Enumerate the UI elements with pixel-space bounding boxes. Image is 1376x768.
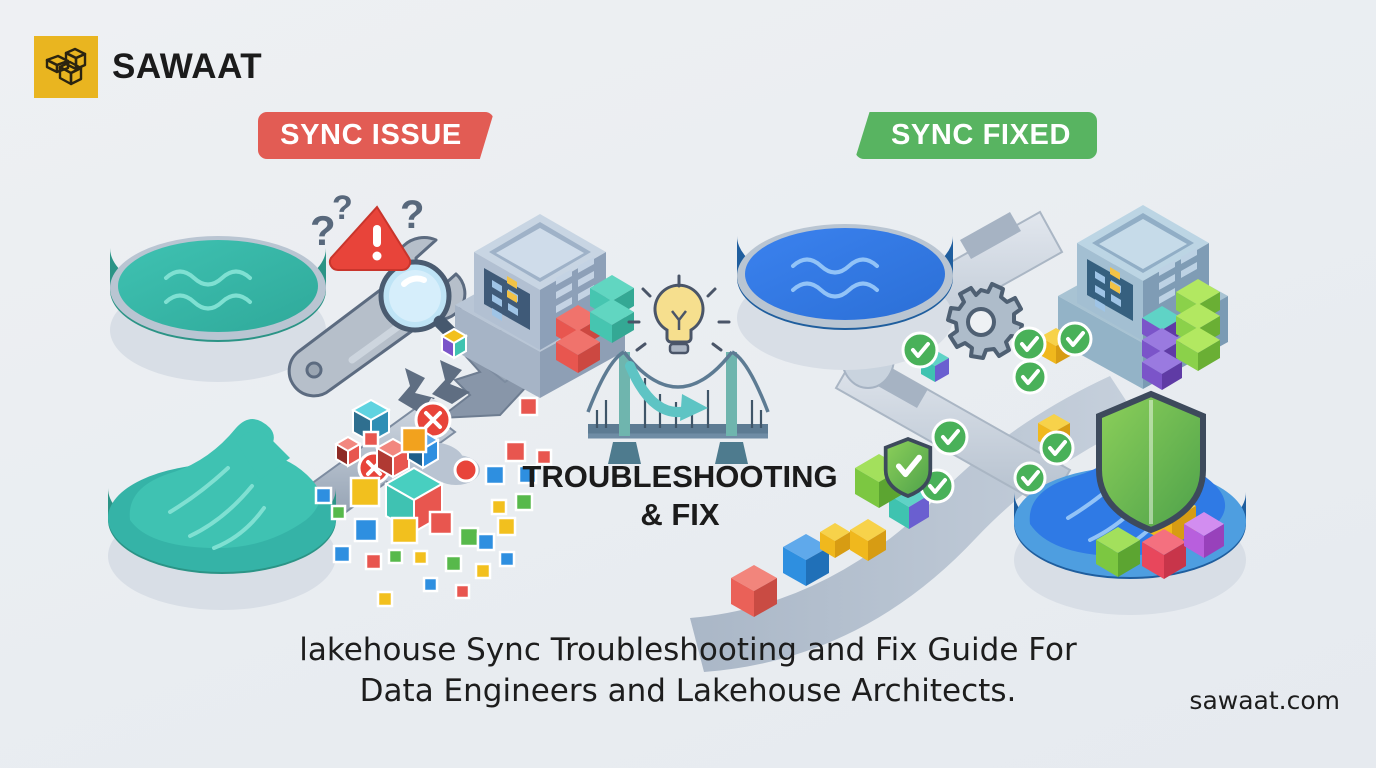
- center-title-line2: & FIX: [640, 497, 720, 532]
- server-cube-stack-green: [1176, 279, 1220, 371]
- caption-line-2: Data Engineers and Lakehouse Architects.: [359, 673, 1017, 710]
- gear-icon: [946, 282, 1024, 360]
- arrow-icon: [625, 361, 708, 421]
- cube-pink: [1142, 529, 1186, 579]
- brand-logo[interactable]: SAWAAT: [34, 36, 262, 98]
- cube-green: [1096, 527, 1140, 577]
- server-cube-stack-teal: [590, 275, 634, 343]
- brand-name: SAWAAT: [112, 47, 263, 86]
- right-fixed-scene: [690, 205, 1246, 672]
- svg-text:?: ?: [310, 207, 336, 254]
- check-circle-icon: [901, 321, 1093, 504]
- flow-cube-yellow: [850, 519, 886, 561]
- center-title-line1: TROUBLESHOOTING: [522, 459, 837, 494]
- question-mark-icon: ? ? ?: [310, 189, 424, 254]
- data-lake-top-icon: [110, 236, 326, 382]
- flow-cube-blue: [783, 534, 829, 586]
- svg-text:?: ?: [332, 189, 353, 227]
- flow-cube-red: [731, 565, 777, 617]
- lightbulb-icon: [627, 274, 731, 355]
- data-lake-bottom-icon: [108, 419, 336, 610]
- cube-purple: [1184, 512, 1224, 558]
- stacked-boxes-icon: [34, 36, 98, 98]
- caption-line-1: lakehouse Sync Troubleshooting and Fix G…: [299, 632, 1077, 668]
- svg-text:?: ?: [400, 193, 424, 237]
- left-broken-scene: ? ? ?: [108, 189, 634, 610]
- data-lake-top-icon: [737, 224, 953, 370]
- website-url: sawaat.com: [1189, 686, 1340, 715]
- status-badge-sync-issue: SYNC ISSUE: [258, 112, 494, 159]
- center-bridge-group: TROUBLESHOOTING & FIX: [522, 274, 838, 532]
- server-building-icon: [1058, 205, 1228, 390]
- caption: lakehouse Sync Troubleshooting and Fix G…: [238, 630, 1138, 712]
- shield-check-icon: [883, 390, 1206, 534]
- scattered-data-cubes: [314, 327, 553, 608]
- status-badge-sync-fixed: SYNC FIXED: [855, 112, 1097, 159]
- flow-cube-yellow-small: [820, 523, 850, 558]
- warning-triangle-icon: [328, 205, 412, 272]
- server-building-icon: [455, 214, 634, 398]
